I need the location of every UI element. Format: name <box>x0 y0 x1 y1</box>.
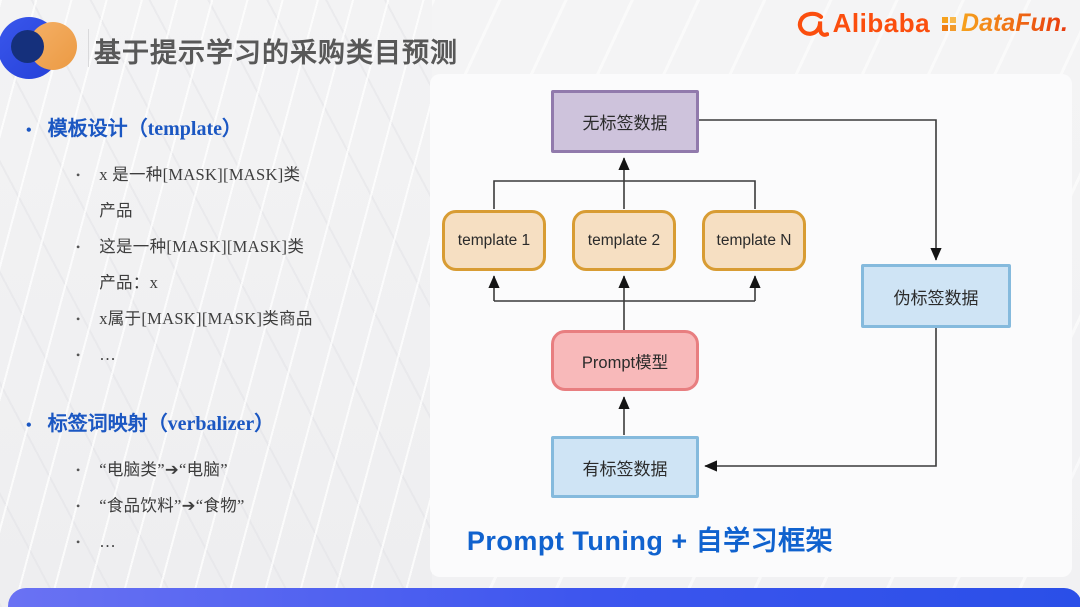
section-heading-label: 标签词映射（verbalizer） <box>47 413 275 435</box>
page-title: 基于提示学习的采购类目预测 <box>94 38 458 68</box>
bullet-icon: • <box>76 312 81 326</box>
bullet-icon: • <box>76 499 81 513</box>
header-divider <box>88 29 89 67</box>
section-heading-label: 模板设计（template） <box>47 118 243 140</box>
diagram-caption: Prompt Tuning + 自学习框架 <box>466 526 834 556</box>
node-pseudo-labeled-data: 伪标签数据 <box>861 264 1011 328</box>
bullet-icon: • <box>76 348 81 362</box>
list-item: • … <box>76 337 316 373</box>
background-texture-left <box>0 0 432 607</box>
navy-circle-icon <box>11 30 44 63</box>
bullet-icon: • <box>26 122 32 139</box>
list-item: • “电脑类”➔“电脑” <box>76 452 316 488</box>
list-item: • 这是一种[MASK][MASK]类产品：x <box>76 229 316 301</box>
section-template: • 模板设计（template） • x 是一种[MASK][MASK]类产品 … <box>26 112 416 373</box>
alibaba-wordmark: Alibaba <box>832 8 931 38</box>
bullet-icon: • <box>76 168 81 182</box>
section-heading: • 标签词映射（verbalizer） <box>26 407 416 436</box>
node-labeled-data: 有标签数据 <box>551 436 699 498</box>
sub-list: • x 是一种[MASK][MASK]类产品 • 这是一种[MASK][MASK… <box>76 157 316 373</box>
section-heading: • 模板设计（template） <box>26 112 416 141</box>
node-template-2: template 2 <box>572 210 676 271</box>
brand-bar: Alibaba DataFun. <box>797 8 1068 39</box>
datafun-pixel-icon <box>942 16 957 31</box>
bullet-column: • 模板设计（template） • x 是一种[MASK][MASK]类产品 … <box>26 112 416 594</box>
datafun-wordmark: DataFun. <box>961 9 1068 37</box>
node-prompt-model: Prompt模型 <box>551 330 699 391</box>
footer-bar <box>8 588 1080 607</box>
node-template-n: template N <box>702 210 806 271</box>
list-item: • x属于[MASK][MASK]类商品 <box>76 301 316 337</box>
section-verbalizer: • 标签词映射（verbalizer） • “电脑类”➔“电脑” • “食品饮料… <box>26 407 416 560</box>
node-template-1: template 1 <box>442 210 546 271</box>
bullet-icon: • <box>26 417 32 434</box>
list-item: • x 是一种[MASK][MASK]类产品 <box>76 157 316 229</box>
bullet-icon: • <box>76 535 81 549</box>
datafun-logo: DataFun. <box>942 9 1068 38</box>
alibaba-a-icon <box>797 11 829 37</box>
list-item: • … <box>76 524 316 560</box>
sub-list: • “电脑类”➔“电脑” • “食品饮料”➔“食物” • … <box>76 452 316 560</box>
node-unlabeled-data: 无标签数据 <box>551 90 699 153</box>
bullet-icon: • <box>76 463 81 477</box>
bullet-icon: • <box>76 240 81 254</box>
alibaba-logo: Alibaba <box>797 8 930 39</box>
list-item: • “食品饮料”➔“食物” <box>76 488 316 524</box>
